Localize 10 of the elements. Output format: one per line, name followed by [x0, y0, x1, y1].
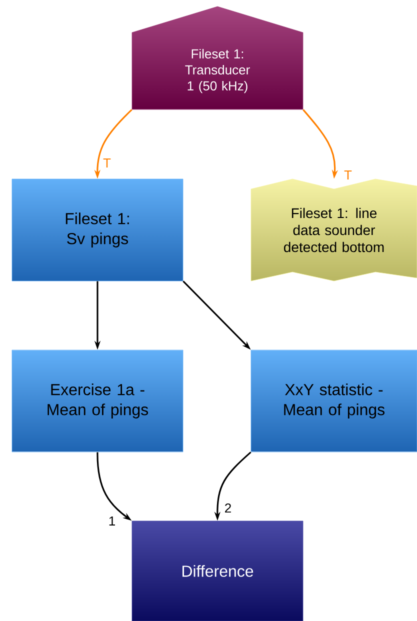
process-box: XxY statistic - Mean of pings — [250, 350, 417, 452]
edge-label: 1 — [107, 516, 117, 526]
edge-label: T — [102, 158, 112, 168]
edge-label: 2 — [223, 502, 233, 514]
source-pentagon: Fileset 1: Transducer 1 (50 kHz) — [132, 6, 304, 110]
process-box: Fileset 1: Sv pings — [12, 178, 184, 282]
process-box: Exercise 1a - Mean of pings — [12, 350, 184, 452]
result-box: Difference — [132, 520, 304, 621]
edge-label: T — [343, 170, 353, 180]
data-banner: Fileset 1: line data sounder detected bottom — [250, 178, 417, 282]
